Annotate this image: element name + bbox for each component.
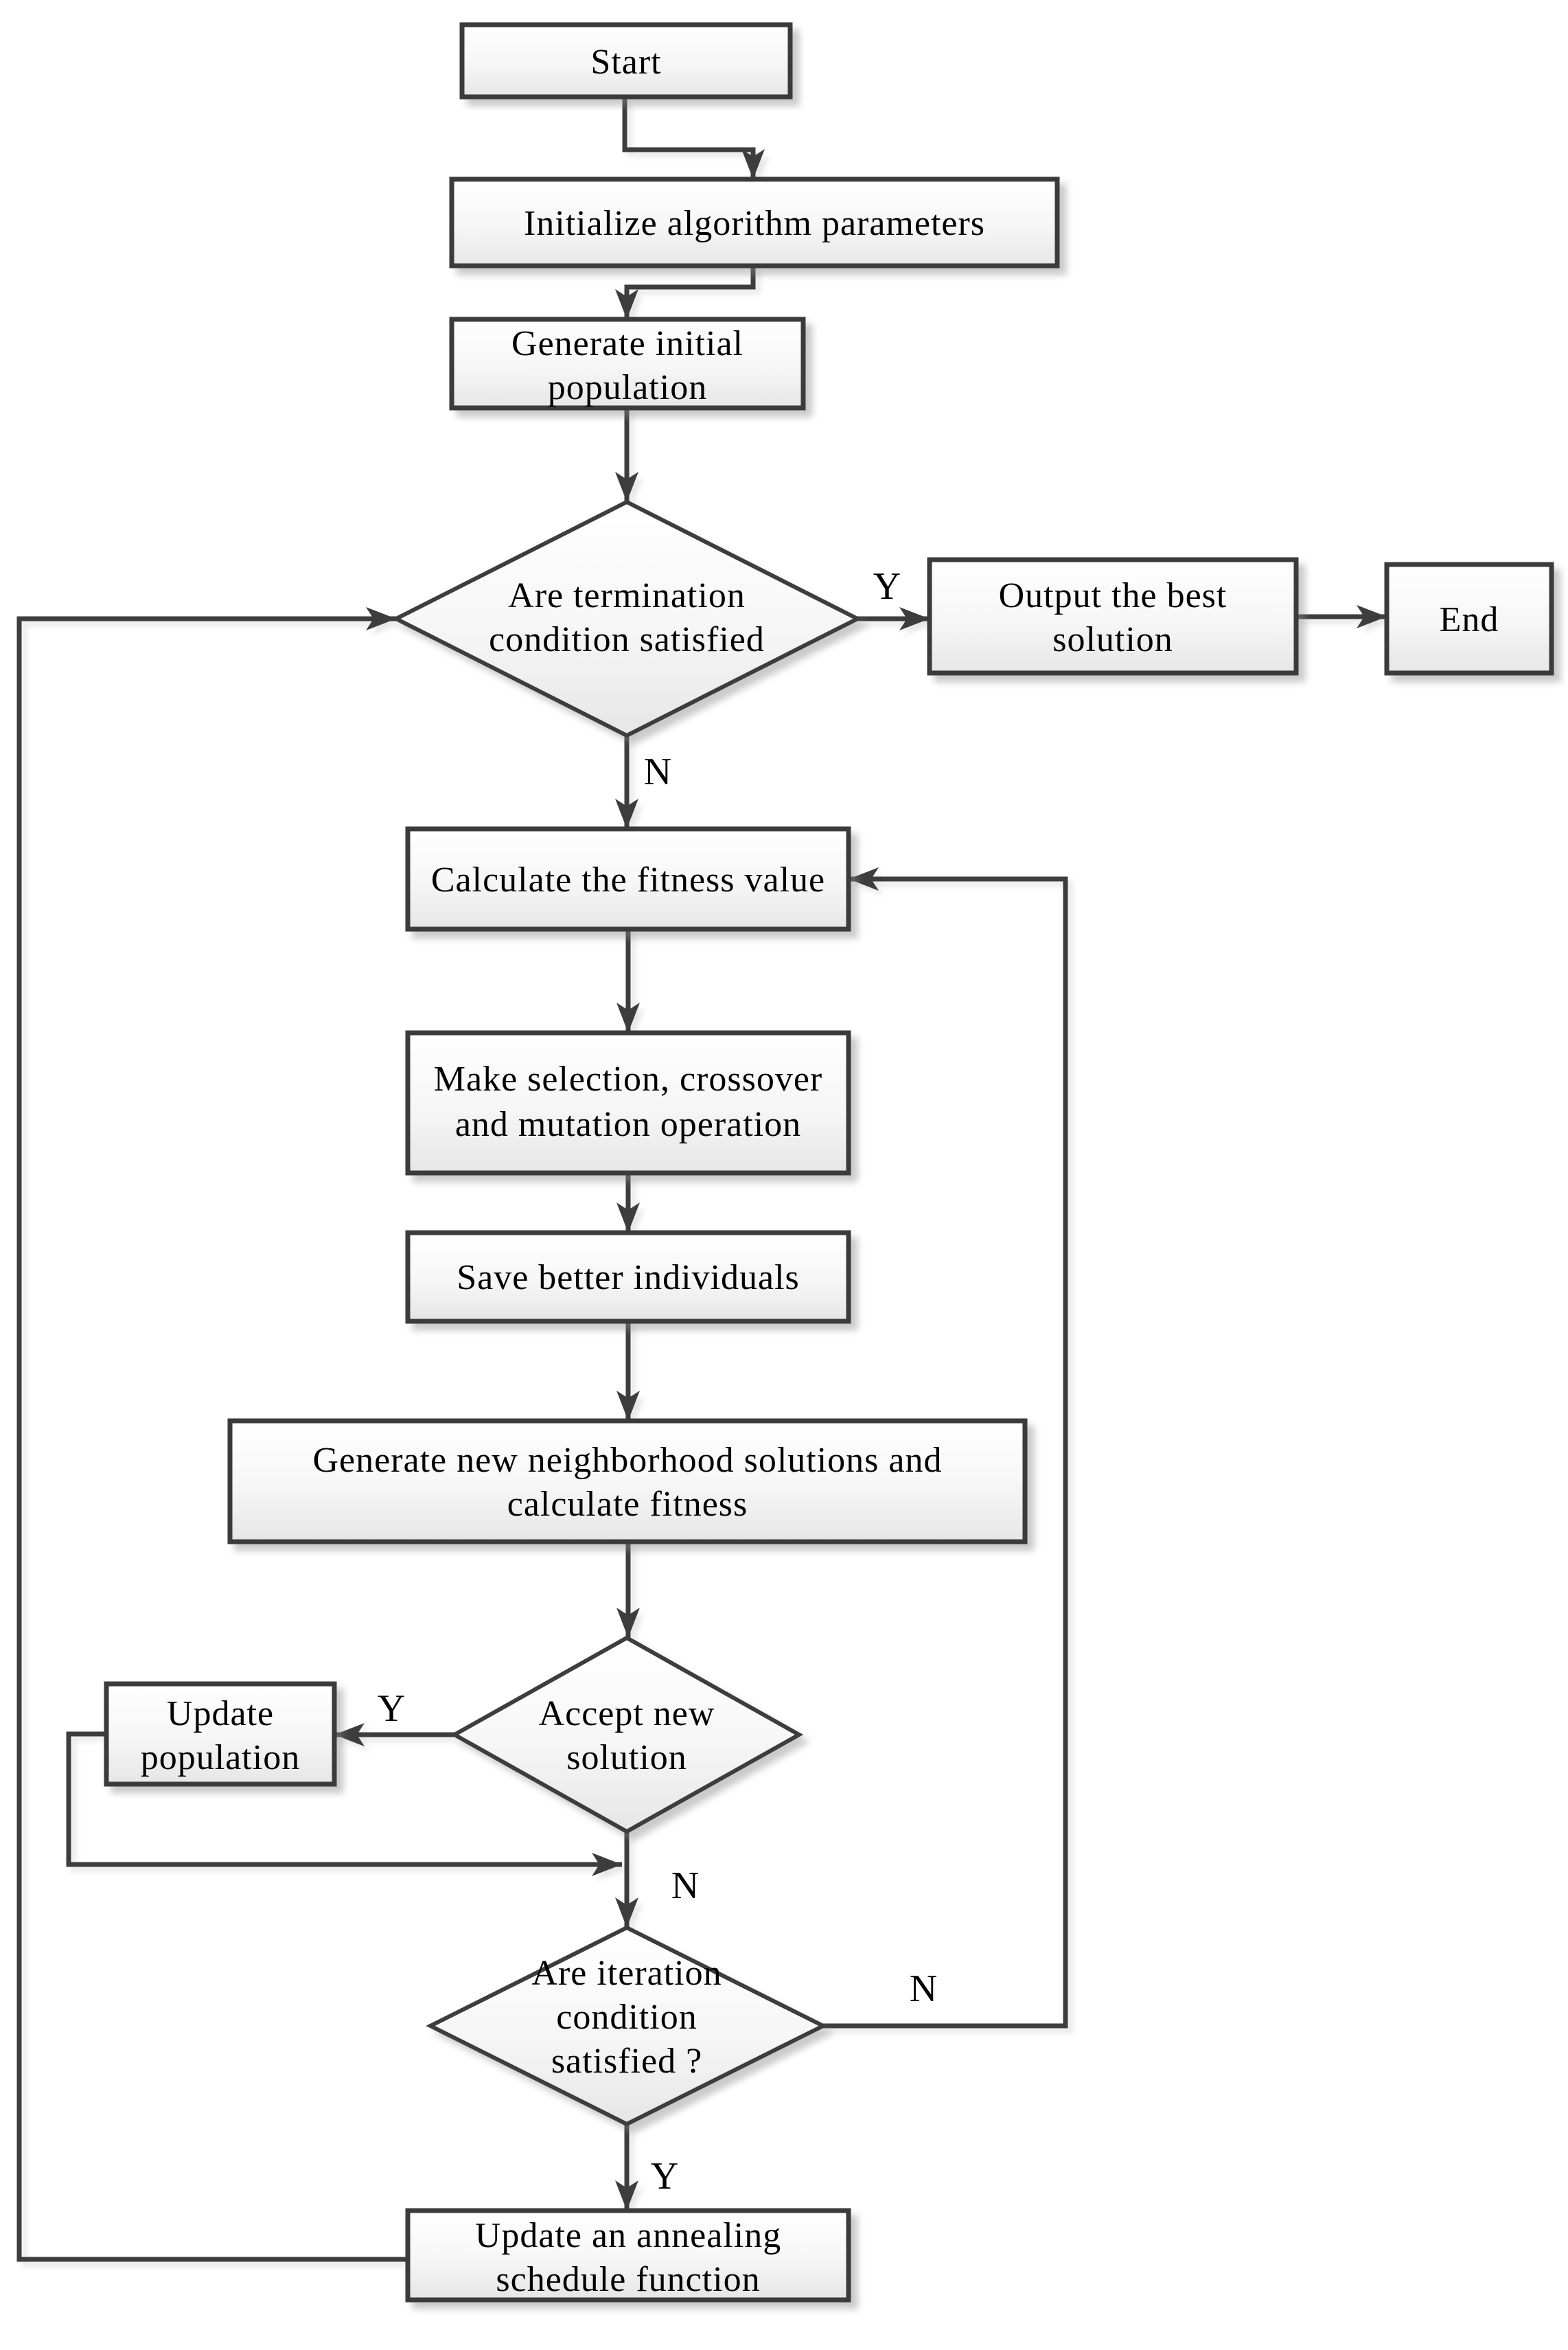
node-generate-neighborhood-line1: Generate new neighborhood solutions and (312, 1441, 942, 1480)
node-accept-solution-line1: Accept new (539, 1694, 715, 1733)
node-update-population-shape (104, 1681, 337, 1787)
node-update-population-line2: population (141, 1738, 300, 1777)
node-iteration-check-line3: satisfied ? (551, 2042, 702, 2081)
edge-annealing-loop-to-termination (16, 607, 408, 2262)
node-genetic-operations-line2: and mutation operation (455, 1105, 801, 1144)
node-start-shape (459, 22, 793, 100)
node-calculate-fitness-label: Calculate the fitness value (431, 860, 825, 900)
node-update-annealing-shape (405, 2208, 851, 2303)
edge-label-iteration-yes: Y (651, 2155, 678, 2198)
node-initialize-parameters-shape (449, 176, 1060, 269)
node-generate-population-line1: Generate initial (511, 324, 743, 363)
node-update-annealing: Update an annealing schedule function (405, 2208, 851, 2303)
node-output-best-solution-shape (927, 557, 1299, 676)
node-generate-neighborhood-line2: calculate fitness (507, 1485, 748, 1524)
node-generate-neighborhood-shape (227, 1418, 1028, 1544)
node-generate-population: Generate initial population (449, 317, 806, 411)
node-save-individuals-shape (405, 1230, 851, 1324)
node-accept-solution: Accept new solution (450, 1635, 804, 1834)
node-start-label: Start (590, 43, 661, 82)
node-genetic-operations: Make selection, crossover and mutation o… (405, 1030, 851, 1176)
node-update-annealing-line2: schedule function (496, 2260, 760, 2299)
node-output-best-solution-line1: Output the best (999, 576, 1227, 615)
edge-update-population-loop (66, 1731, 622, 1876)
node-genetic-operations-line1: Make selection, crossover (434, 1060, 822, 1099)
node-iteration-check-shape (426, 1925, 828, 2127)
node-output-best-solution: Output the best solution (927, 557, 1299, 676)
edge-init-to-generate (615, 266, 756, 319)
edge-label-accept-yes: Y (378, 1687, 405, 1730)
edge-label-termination-no: N (644, 751, 671, 793)
node-generate-population-shape (449, 317, 806, 411)
node-calculate-fitness-shape (405, 826, 851, 932)
node-calculate-fitness: Calculate the fitness value (405, 826, 851, 932)
node-iteration-check-line2: condition (556, 1998, 697, 2037)
node-genetic-operations-shape (405, 1030, 851, 1176)
edges (16, 97, 1387, 2262)
node-update-population: Update population (104, 1681, 337, 1787)
edge-label-accept-no: N (671, 1864, 699, 1907)
node-generate-neighborhood: Generate new neighborhood solutions and … (227, 1418, 1028, 1544)
node-end: End (1384, 562, 1554, 676)
node-accept-solution-line2: solution (566, 1738, 687, 1777)
node-output-best-solution-line2: solution (1052, 620, 1173, 659)
node-end-label: End (1440, 600, 1499, 639)
edge-iteration-no-loop-to-calc (823, 867, 1068, 2029)
node-termination-check-line2: condition satisfied (489, 620, 765, 659)
node-termination-check: Are termination condition satisfied (391, 499, 862, 738)
edge-label-iteration-no: N (910, 1967, 937, 2010)
edge-start-to-init (622, 97, 765, 179)
node-start: Start (459, 22, 793, 100)
node-termination-check-shape (391, 499, 862, 738)
edge-label-termination-yes: Y (873, 565, 901, 608)
node-iteration-check-line1: Are iteration (531, 1954, 722, 1993)
edge-labels: Y N Y N N Y (378, 565, 937, 2198)
nodes: Start Initialize algorithm parameters Ge… (104, 22, 1554, 2303)
node-update-annealing-line1: Update an annealing (475, 2216, 781, 2255)
node-initialize-parameters: Initialize algorithm parameters (449, 176, 1060, 269)
node-update-population-line1: Update (167, 1694, 274, 1733)
node-generate-population-line2: population (548, 368, 707, 407)
node-save-individuals: Save better individuals (405, 1230, 851, 1324)
node-iteration-check: Are iteration condition satisfied ? (426, 1925, 828, 2127)
node-termination-check-line1: Are termination (508, 576, 746, 615)
node-initialize-parameters-label: Initialize algorithm parameters (524, 204, 985, 243)
node-accept-solution-shape (450, 1635, 804, 1834)
node-end-shape (1384, 562, 1554, 676)
node-save-individuals-label: Save better individuals (457, 1258, 800, 1297)
